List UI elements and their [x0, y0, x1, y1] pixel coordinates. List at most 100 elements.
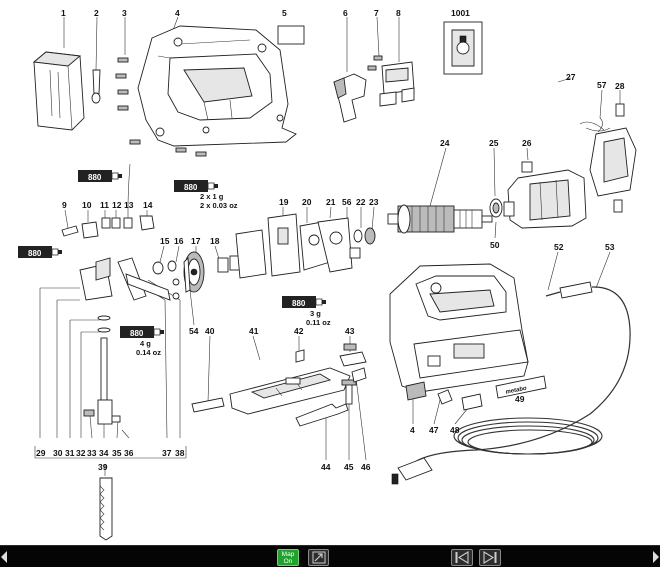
part-4-housing-frame — [137, 25, 297, 147]
part-number-label: 12 — [112, 200, 122, 210]
part-number-label: 27 — [566, 72, 576, 82]
map-toggle-label-2: On — [283, 557, 293, 565]
part-number-label: 38 — [175, 448, 185, 458]
part-number-label: 14 — [143, 200, 153, 210]
part-number-label: 22 — [356, 197, 366, 207]
part-number-label: 39 — [98, 462, 108, 472]
grease-tube-label: 880 — [130, 329, 144, 338]
grease-note-upper-1: 2 x 1 g — [200, 192, 224, 201]
part-number-label: 1001 — [451, 8, 470, 18]
part-number-label: 3 — [122, 8, 127, 18]
previous-page-button[interactable] — [451, 549, 473, 566]
part-number-label: 33 — [87, 448, 97, 458]
grease-tube-label: 880 — [28, 249, 42, 258]
part-45-46-screws — [341, 367, 367, 405]
part-number-label: 30 — [53, 448, 63, 458]
triangle-right-icon[interactable] — [652, 550, 660, 564]
part-number-label: 19 — [279, 197, 289, 207]
part-number-label: 43 — [345, 326, 355, 336]
part-49-brand-label: metabo — [495, 375, 547, 399]
part-number-label: 54 — [189, 326, 199, 336]
part-41-base-plate — [229, 367, 351, 415]
part-number-label: 44 — [321, 462, 331, 472]
part-25-bearing — [489, 198, 515, 218]
part-15-18-gear — [152, 251, 241, 293]
grease-note-mid-2: 0.11 oz — [306, 318, 331, 327]
part-7-screws — [367, 55, 383, 71]
part-number-label: 4 — [410, 425, 415, 435]
triangle-left-icon[interactable] — [0, 550, 8, 564]
resize-icon — [312, 551, 325, 564]
map-toggle-button[interactable]: Map On — [277, 549, 299, 566]
part-number-label: 7 — [374, 8, 379, 18]
part-5-label-plate — [277, 25, 305, 45]
grease-tube-label: 880 — [292, 299, 306, 308]
part-labels: 1 2 3 4 5 6 7 8 1001 27 57 28 24 25 26 9… — [36, 8, 625, 472]
part-number-label: 48 — [450, 425, 460, 435]
part-number-label: 28 — [615, 81, 625, 91]
part-number-label: 47 — [429, 425, 439, 435]
grease-note-low-2: 0.14 oz — [136, 348, 161, 357]
part-number-label: 46 — [361, 462, 371, 472]
part-number-label: 53 — [605, 242, 615, 252]
part-number-label: 20 — [302, 197, 312, 207]
part-number-label: 15 — [160, 236, 170, 246]
grease-note-upper-2: 2 x 0.03 oz — [200, 201, 238, 210]
part-number-label: 18 — [210, 236, 220, 246]
part-number-label: 21 — [326, 197, 336, 207]
next-page-icon — [483, 551, 497, 564]
grease-tube-label: 880 — [88, 173, 102, 182]
part-number-label: 31 — [65, 448, 75, 458]
part-1001-box — [443, 21, 483, 75]
part-6-switch — [333, 73, 367, 123]
part-42-43 — [295, 343, 367, 367]
part-26-field — [507, 161, 587, 229]
brand-label-text: metabo — [505, 386, 527, 396]
part-number-label: 41 — [249, 326, 259, 336]
grease-note-low-1: 4 g — [140, 339, 151, 348]
part-number-label: 52 — [554, 242, 564, 252]
part-number-label: 24 — [440, 138, 450, 148]
part-number-label: 5 — [282, 8, 287, 18]
part-47-48 — [437, 389, 483, 411]
part-number-label: 45 — [344, 462, 354, 472]
grease-tube-label: 880 — [184, 183, 198, 192]
next-page-button[interactable] — [479, 549, 501, 566]
grease-tube-b: 880 — [173, 179, 219, 193]
part-54-washer — [172, 292, 180, 300]
part-number-label: 16 — [174, 236, 184, 246]
part-27-brush-holder — [579, 103, 637, 213]
part-number-label: 17 — [191, 236, 201, 246]
part-number-label: 34 — [99, 448, 109, 458]
part-number-label: 1 — [61, 8, 66, 18]
part-8-suppressor — [379, 61, 415, 107]
part-number-label: 36 — [124, 448, 134, 458]
part-assembled-jigsaw — [389, 263, 529, 401]
part-2-pin — [91, 69, 101, 104]
part-number-label: 40 — [205, 326, 215, 336]
part-number-label: 35 — [112, 448, 122, 458]
part-number-label: 9 — [62, 200, 67, 210]
part-number-label: 56 — [342, 197, 352, 207]
part-1-cover — [32, 51, 85, 131]
part-24-armature — [387, 204, 493, 234]
part-number-label: 8 — [396, 8, 401, 18]
map-toggle-label-1: Map — [281, 550, 295, 558]
part-number-label: 6 — [343, 8, 348, 18]
part-9-14-small-parts — [61, 163, 155, 239]
part-number-label: 23 — [369, 197, 379, 207]
part-number-label: 49 — [515, 394, 525, 404]
grease-tube-c: 880 — [17, 245, 63, 259]
part-number-label: 50 — [490, 240, 500, 250]
exploded-parts-diagram: 880 880 880 880 880 2 x 1 g 2 x 0.03 oz … — [17, 8, 637, 541]
part-number-label: 2 — [94, 8, 99, 18]
part-39-saw-blade — [99, 477, 113, 541]
resize-button[interactable] — [308, 549, 329, 566]
part-number-label: 32 — [76, 448, 86, 458]
part-29-38-yoke — [79, 257, 171, 425]
part-number-label: 25 — [489, 138, 499, 148]
part-19-21-plates — [235, 213, 376, 279]
bottom-toolbar: Map On — [0, 545, 660, 567]
part-52-53-cable — [391, 281, 631, 485]
grease-tube-e: 880 — [119, 325, 165, 339]
